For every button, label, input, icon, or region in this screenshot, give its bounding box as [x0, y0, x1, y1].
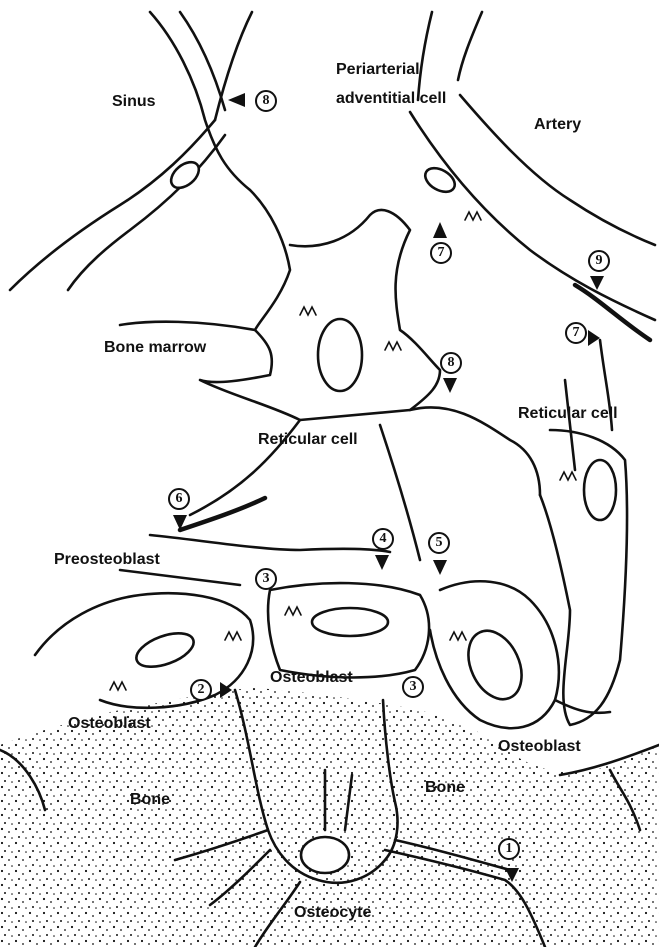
sinus-wall-b	[180, 12, 225, 110]
osteocyte-nucleus	[301, 837, 349, 873]
label-periarterial: Periarterial	[336, 60, 420, 79]
sinus-cell-body2	[68, 135, 225, 290]
label-osteoblast-center: Osteoblast	[270, 668, 353, 687]
marker-3-left-number: 3	[255, 568, 277, 590]
marker-1-number: 1	[498, 838, 520, 860]
arrow-7-right	[588, 330, 600, 346]
marker-3-right-number: 3	[402, 676, 424, 698]
artery-wall-a	[418, 12, 432, 100]
label-preosteoblast: Preosteoblast	[54, 550, 160, 569]
reticular-process-left	[120, 322, 255, 330]
adventitial-nucleus	[421, 163, 459, 196]
marker-6-number: 6	[168, 488, 190, 510]
organelle-4	[285, 607, 301, 615]
organelle-7	[225, 632, 241, 640]
label-adventitial-cell: adventitial cell	[336, 89, 446, 108]
organelle-8	[110, 682, 126, 690]
preosteoblast-lower	[120, 570, 240, 585]
label-artery: Artery	[534, 115, 581, 134]
organelle-5	[450, 632, 466, 640]
label-osteoblast-left: Osteoblast	[68, 714, 151, 733]
arrow-7-top	[433, 222, 447, 238]
label-bone-marrow: Bone marrow	[104, 338, 206, 357]
right-reticular-nucleus	[584, 460, 616, 520]
organelle-1	[300, 307, 316, 315]
organelle-3	[465, 212, 481, 220]
sinus-nucleus	[166, 157, 203, 193]
marker-5-number: 5	[428, 532, 450, 554]
artery-wall-c	[410, 112, 655, 320]
label-reticular-cell-right: Reticular cell	[518, 404, 618, 423]
label-osteocyte: Osteocyte	[294, 903, 371, 922]
reticular-cell-outline	[200, 190, 440, 420]
arrow-9	[590, 276, 604, 290]
marker-7-right-number: 7	[565, 322, 587, 344]
organelle-2	[385, 342, 401, 350]
label-osteoblast-right: Osteoblast	[498, 737, 581, 756]
arrow-8-mid	[443, 378, 457, 393]
marker-7-top-number: 7	[430, 242, 452, 264]
arrow-5	[433, 560, 447, 575]
label-bone-right: Bone	[425, 778, 465, 797]
label-bone-left: Bone	[130, 790, 170, 809]
right-vessel-a	[565, 380, 575, 470]
label-reticular-cell-center: Reticular cell	[258, 430, 358, 449]
organelle-6	[560, 472, 576, 480]
marker-2-number: 2	[190, 679, 212, 701]
reticular-nucleus	[318, 319, 362, 391]
marker-4-number: 4	[372, 528, 394, 550]
osteoblast-center-nucleus	[312, 608, 388, 636]
arrow-4	[375, 555, 389, 570]
label-sinus: Sinus	[112, 92, 156, 111]
arrow-8-top	[228, 93, 245, 107]
sinus-wall-c	[215, 12, 252, 120]
marker-9-number: 9	[588, 250, 610, 272]
sinus-cell-body	[10, 120, 215, 290]
marker-8-top-number: 8	[255, 90, 277, 112]
marker-8-mid-number: 8	[440, 352, 462, 374]
artery-wall-b	[458, 12, 482, 80]
osteoblast-left-nucleus	[132, 627, 198, 674]
preosteoblast-outline	[150, 535, 390, 552]
osteoblast-right-nucleus	[458, 622, 532, 708]
